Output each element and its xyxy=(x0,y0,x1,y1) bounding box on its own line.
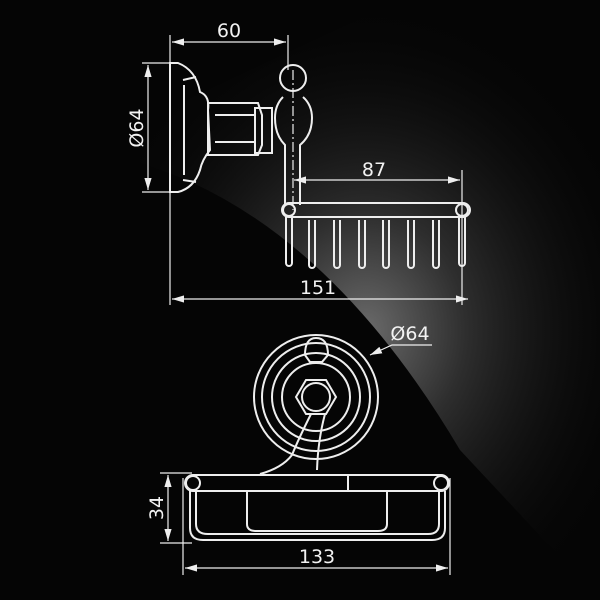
basket-frame xyxy=(189,491,446,541)
tines xyxy=(285,217,466,269)
basket-inner xyxy=(246,491,388,532)
hex-nut xyxy=(294,379,338,415)
front-view: Ø64 34 133 xyxy=(146,323,451,575)
side-view: 60 Ø64 87 151 xyxy=(126,20,471,305)
dimension-label-133: 133 xyxy=(299,546,335,568)
dimension-label-87: 87 xyxy=(362,159,386,181)
dimension-label-151: 151 xyxy=(300,277,336,299)
rosette-outer xyxy=(253,334,379,460)
dimension-label-60: 60 xyxy=(217,20,241,42)
nut xyxy=(254,107,273,154)
dimension-label-diameter-front: Ø64 xyxy=(390,323,429,345)
knob-front xyxy=(303,336,330,363)
basket-rim xyxy=(184,474,450,492)
dimension-label-diameter: Ø64 xyxy=(126,108,148,147)
neck-hex xyxy=(207,102,263,156)
diameter-leader xyxy=(369,344,432,356)
dimension-label-34: 34 xyxy=(146,496,168,520)
wall-mount-plate xyxy=(169,62,212,193)
